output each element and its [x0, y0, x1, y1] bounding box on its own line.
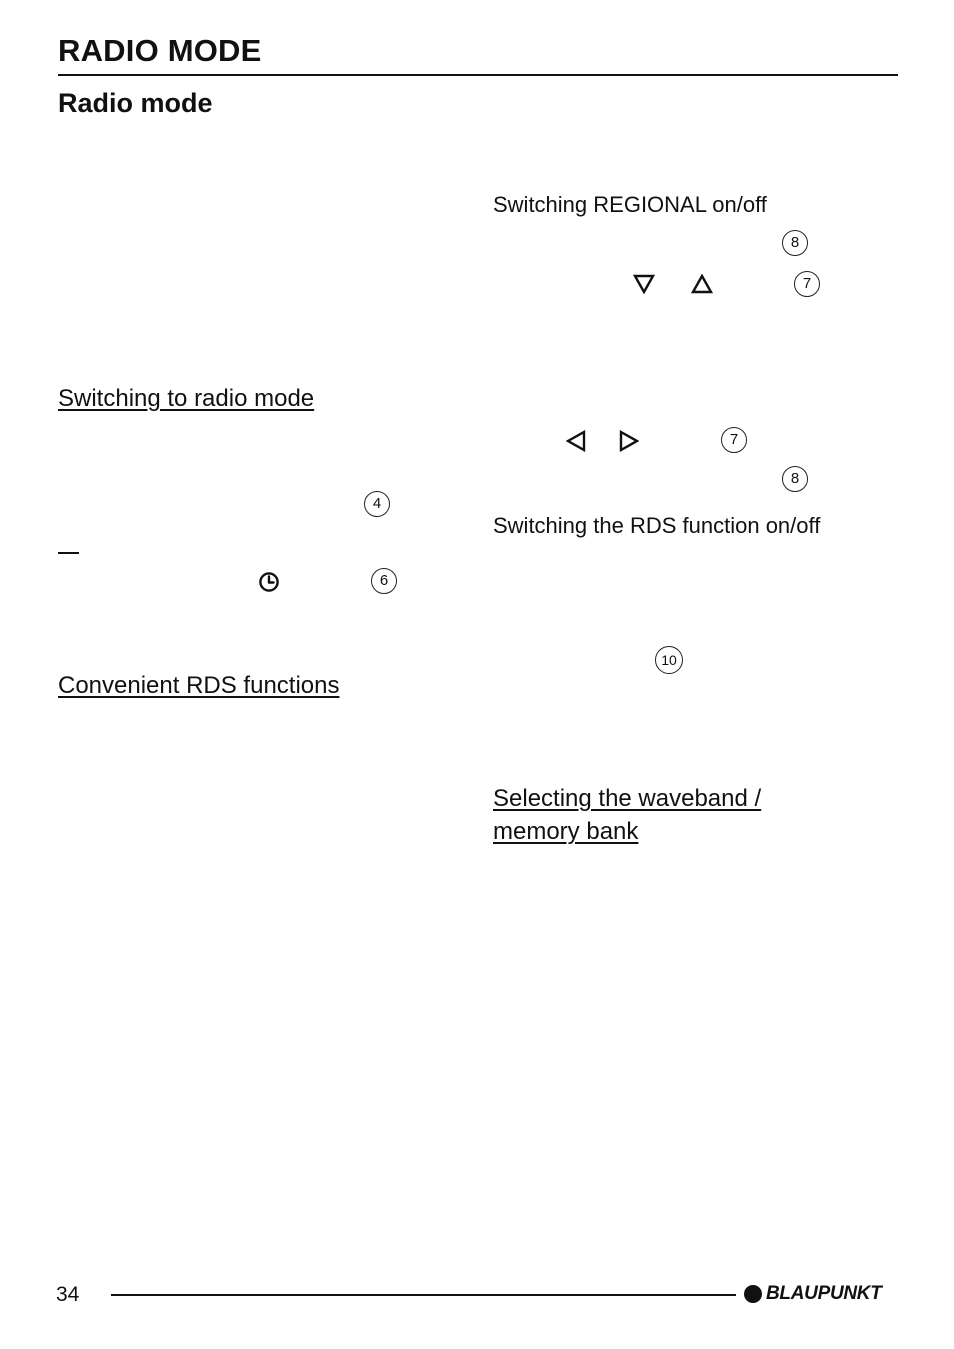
callout-6: 6 — [371, 568, 397, 594]
callout-7-regional: 7 — [794, 271, 820, 297]
clock-icon — [258, 571, 280, 593]
callout-7-seek: 7 — [721, 427, 747, 453]
regional-heading: Switching REGIONAL on/off — [493, 192, 767, 217]
callout-8-regional: 8 — [782, 230, 808, 256]
callout-10: 10 — [655, 646, 683, 674]
footer-divider — [111, 1294, 736, 1296]
rds-onoff-heading: Switching the RDS function on/off — [493, 513, 821, 538]
callout-4: 4 — [364, 491, 390, 517]
triangle-down-icon — [633, 274, 655, 294]
header-divider — [58, 74, 898, 76]
section-title: Radio mode — [58, 88, 213, 118]
triangle-up-icon — [691, 274, 713, 294]
switching-radio-heading: Switching to radio mode — [58, 385, 315, 412]
page-number: 34 — [56, 1283, 80, 1306]
brand-logo: BLAUPUNKT — [744, 1283, 882, 1305]
brand-name: BLAUPUNKT — [766, 1283, 882, 1304]
page-header-title: RADIO MODE — [58, 33, 262, 68]
triangle-left-icon — [566, 430, 586, 452]
waveband-heading-line2: memory bank — [493, 818, 639, 845]
brand-dot-icon — [744, 1285, 762, 1303]
callout-8-seek: 8 — [782, 466, 808, 492]
rds-functions-heading: Convenient RDS functions — [58, 672, 340, 699]
dash-mark — [58, 552, 79, 554]
triangle-right-icon — [619, 430, 639, 452]
waveband-heading-line1: Selecting the waveband / — [493, 785, 762, 812]
